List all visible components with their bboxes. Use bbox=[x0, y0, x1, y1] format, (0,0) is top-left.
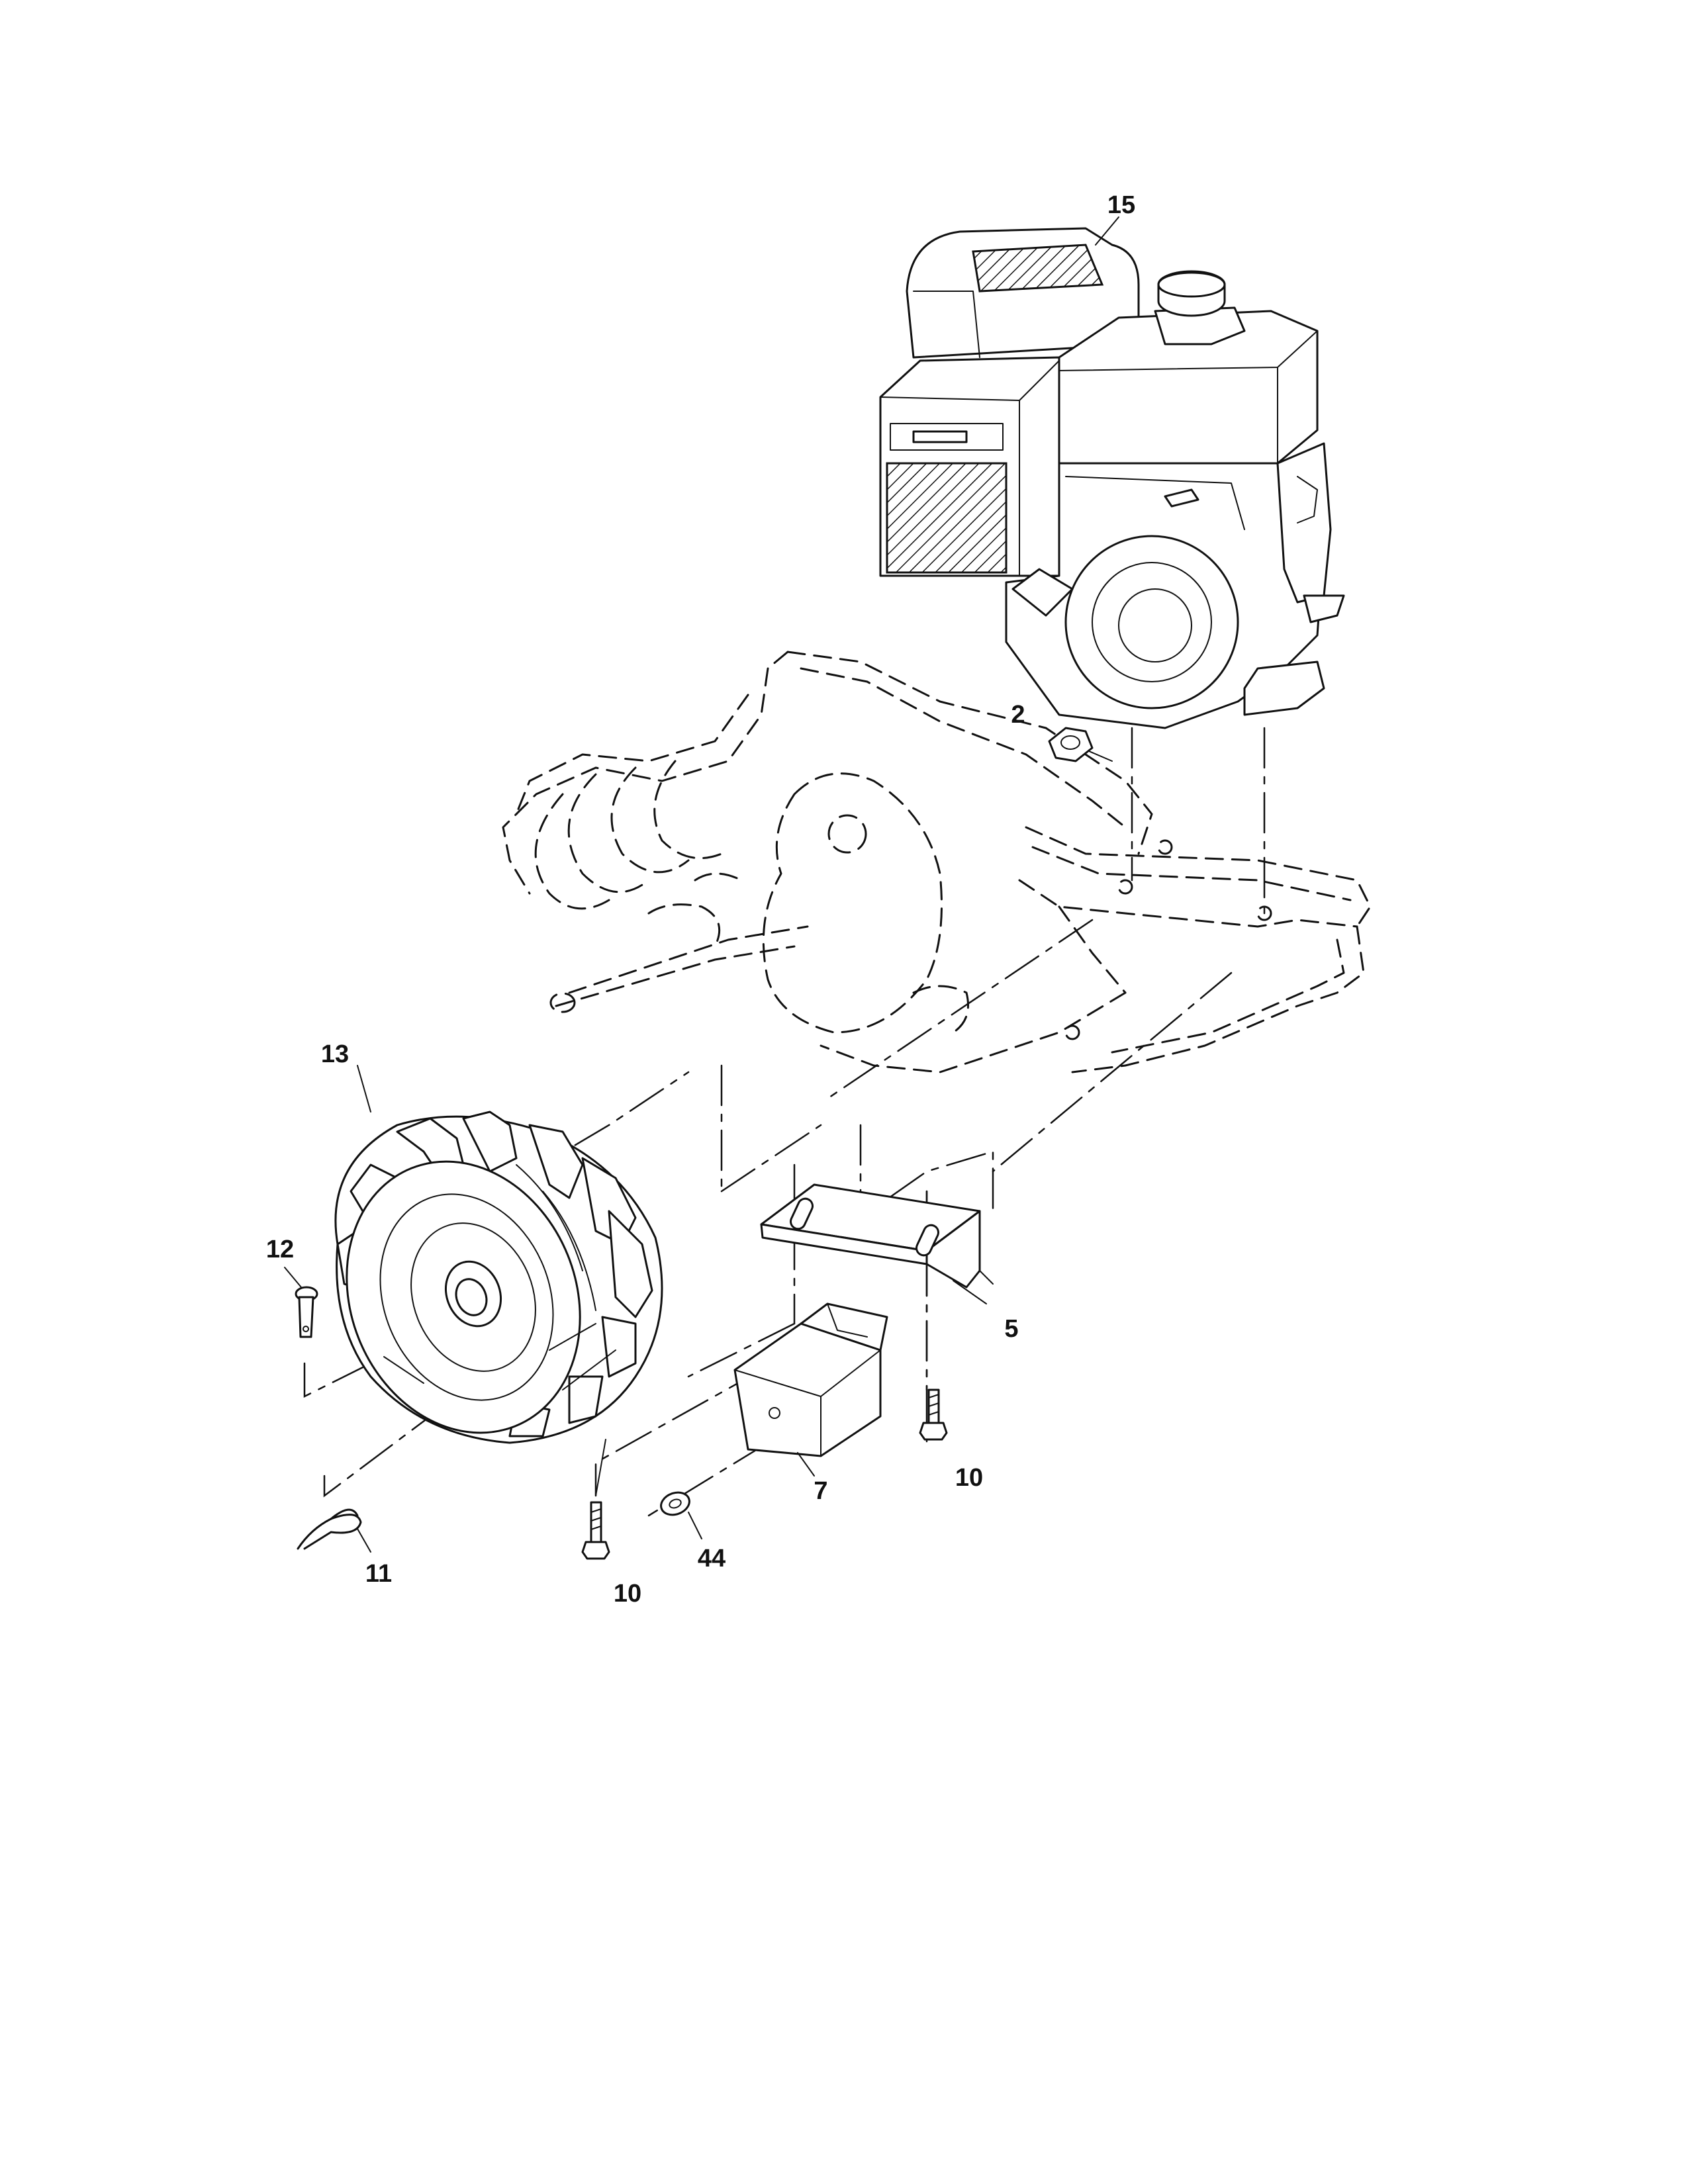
weight-bracket-5 bbox=[760, 1183, 994, 1289]
callout-10-right: 10 bbox=[955, 1464, 983, 1492]
weight-block-7 bbox=[733, 1302, 888, 1477]
lock-nut-44 bbox=[660, 1491, 702, 1539]
callout-13: 13 bbox=[321, 1040, 349, 1068]
bolt-10-right bbox=[919, 1388, 948, 1441]
callout-5: 5 bbox=[1004, 1315, 1018, 1343]
callout-44: 44 bbox=[698, 1545, 726, 1572]
clevis-pin-12 bbox=[284, 1267, 318, 1338]
wheel-tire-13 bbox=[334, 1111, 663, 1444]
callout-labels: 15 2 13 12 11 10 44 7 5 10 bbox=[266, 191, 1135, 1608]
callout-2: 2 bbox=[1011, 701, 1025, 729]
assembly-centerlines bbox=[303, 727, 1266, 1517]
bolt-10-left bbox=[581, 1501, 610, 1560]
hairpin-clip-11 bbox=[297, 1508, 371, 1553]
callout-11: 11 bbox=[365, 1560, 392, 1588]
engine-assembly bbox=[879, 227, 1345, 729]
callout-leaders bbox=[357, 216, 1119, 1496]
flange-nut-2 bbox=[1048, 727, 1113, 762]
tiller-frame-phantom bbox=[502, 651, 1372, 1073]
callout-12: 12 bbox=[266, 1236, 294, 1263]
callout-15: 15 bbox=[1107, 191, 1135, 219]
callout-10-left: 10 bbox=[614, 1580, 641, 1608]
callout-7: 7 bbox=[814, 1477, 827, 1505]
